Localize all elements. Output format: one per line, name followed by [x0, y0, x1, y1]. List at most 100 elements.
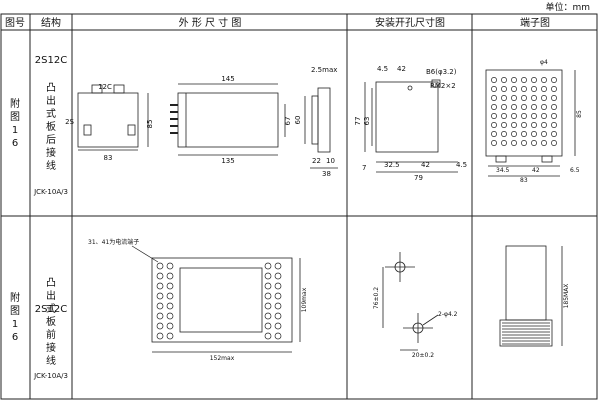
- terminal-dot: [521, 122, 527, 128]
- row1-struct-char: 凸: [46, 83, 56, 94]
- row1-struct-label: 凸 出 式 板 后 接 线: [44, 82, 58, 173]
- row2-ref: JCK-10A/3: [33, 372, 68, 380]
- terminal-dot: [541, 122, 547, 128]
- row2-front-view: [151, 257, 301, 353]
- row1-side-view: [177, 83, 286, 156]
- row2-fig-label: 附 图 1 6: [8, 292, 22, 344]
- terminal-dot: [521, 131, 527, 137]
- terminal-dot: [264, 312, 272, 320]
- row2-struct-char: 凸: [46, 278, 56, 289]
- terminal-dot: [511, 140, 517, 146]
- hole-42b: 42: [421, 161, 430, 169]
- terminal-dot: [264, 292, 272, 300]
- terminal-dot: [501, 77, 507, 83]
- row1-fig-char: 图: [10, 112, 20, 123]
- terminal-dot: [264, 302, 272, 310]
- row2-callout: 31、41为电流端子: [88, 238, 139, 246]
- terminal-dot: [156, 262, 164, 270]
- terminal-dot: [156, 312, 164, 320]
- terminal-dot: [264, 322, 272, 330]
- header-col-hole: 安装开孔尺寸图: [375, 16, 445, 29]
- terminal-dot: [551, 122, 557, 128]
- terminal-dot: [531, 122, 537, 128]
- terminal-dot: [551, 77, 557, 83]
- terminal-dot: [491, 86, 497, 92]
- dim-135: 135: [221, 157, 234, 165]
- row2-fig-char: 附: [10, 293, 20, 304]
- hole-32-5: 32.5: [384, 161, 400, 169]
- row2-dim-152: 152max: [210, 355, 235, 362]
- terminal-dot: [274, 292, 282, 300]
- term-phi4: φ4: [540, 59, 548, 66]
- row2-fig-char: 1: [11, 319, 19, 330]
- terminal-dot: [156, 292, 164, 300]
- row2-struct-char: 式: [46, 304, 56, 315]
- dim-10: 10: [326, 157, 335, 165]
- terminal-dot: [274, 322, 282, 330]
- row2-hole-76: 76±0.2: [373, 287, 380, 309]
- row2-fig-char: 图: [10, 306, 20, 317]
- terminal-dot: [274, 272, 282, 280]
- terminal-dot: [491, 104, 497, 110]
- terminal-dot: [551, 86, 557, 92]
- row1-fig-label: 附 图 1 6: [8, 98, 22, 150]
- dim-22: 22: [312, 157, 321, 165]
- terminal-dot: [531, 140, 537, 146]
- dim-60: 60: [294, 116, 302, 125]
- table-grid: [0, 13, 598, 400]
- terminal-dot: [531, 77, 537, 83]
- terminal-dot: [501, 140, 507, 146]
- terminal-dot: [501, 95, 507, 101]
- row2-term-185: 185MAX: [563, 284, 570, 309]
- terminal-dot: [531, 113, 537, 119]
- terminal-dot: [531, 86, 537, 92]
- header-col-no: 图号: [5, 17, 25, 29]
- term-6-5: 6.5: [570, 167, 580, 174]
- terminal-dot: [264, 332, 272, 340]
- terminal-dot: [511, 95, 517, 101]
- term-42: 42: [532, 167, 540, 174]
- terminal-dot: [166, 282, 174, 290]
- row2-fig-char: 6: [11, 332, 19, 343]
- terminal-dot: [541, 113, 547, 119]
- terminal-dot: [274, 302, 282, 310]
- dim-145: 145: [221, 75, 234, 83]
- dim-38: 38: [322, 170, 331, 178]
- dim-12C: 12C: [98, 83, 112, 91]
- hole-7: 7: [362, 164, 366, 172]
- header-col-struct: 结构: [41, 16, 61, 29]
- row1-ref: JCK-10A/3: [33, 188, 68, 196]
- row1-end-view: [304, 87, 338, 169]
- terminal-dot: [511, 122, 517, 128]
- unit-label: 单位：mm: [545, 3, 590, 13]
- terminal-dot: [511, 113, 517, 119]
- terminal-dot: [521, 77, 527, 83]
- row2-terminal-body: [499, 245, 563, 347]
- terminal-dot: [166, 262, 174, 270]
- row1-model: 2S12C: [35, 55, 67, 66]
- terminal-dot: [156, 282, 164, 290]
- row2-hole-2phi: 2-φ4.2: [438, 311, 458, 318]
- terminal-dot: [511, 104, 517, 110]
- terminal-dot: [551, 95, 557, 101]
- terminal-dot: [541, 86, 547, 92]
- hole-42a: 42: [397, 65, 406, 73]
- row2-terminal-dots: [156, 262, 282, 340]
- row2-struct-char: 出: [46, 291, 56, 302]
- hole-63: 63: [363, 117, 371, 126]
- terminal-dot: [541, 95, 547, 101]
- terminal-dot: [521, 86, 527, 92]
- terminal-dot: [166, 292, 174, 300]
- row2-model: 2S12C: [35, 304, 67, 315]
- terminal-dot: [491, 131, 497, 137]
- terminal-dot: [521, 140, 527, 146]
- terminal-dot: [166, 332, 174, 340]
- term-83: 83: [520, 177, 528, 184]
- terminal-dot: [501, 122, 507, 128]
- row1-side-pins: [170, 104, 178, 134]
- terminal-dot: [274, 262, 282, 270]
- terminal-dot: [541, 104, 547, 110]
- header-col-dim: 外 形 尺 寸 图: [179, 16, 242, 29]
- terminal-dot: [501, 113, 507, 119]
- row1-terminal-plate: [485, 69, 576, 177]
